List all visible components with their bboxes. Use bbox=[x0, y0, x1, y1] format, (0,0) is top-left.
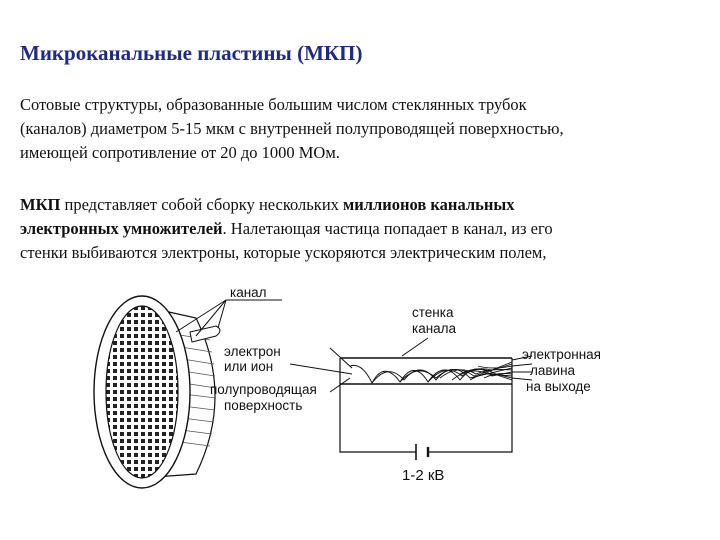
mcp-diagram: канал стенка канала электрон или ион пол… bbox=[93, 285, 601, 489]
label-avalanche-line1: электронная bbox=[522, 347, 601, 362]
paragraph2-line1: МКП представляет собой сборку нескольких… bbox=[20, 193, 710, 217]
output-arrows bbox=[511, 355, 533, 381]
leader-lines bbox=[175, 299, 282, 337]
label-channel: канал bbox=[230, 285, 267, 300]
voltage-circuit bbox=[339, 384, 513, 453]
mcp-disk-icon bbox=[93, 295, 221, 489]
label-electron-line2: или ион bbox=[224, 359, 273, 374]
slide-title: Микроканальные пластины (МКП) bbox=[20, 41, 363, 65]
paragraph2-line3: стенки выбиваются электроны, которые уск… bbox=[20, 243, 547, 262]
channel-tube-icon bbox=[329, 347, 513, 385]
term-mcp: МКП bbox=[20, 195, 61, 214]
paragraph2-line2-text: . Налетающая частица попадает в канал, и… bbox=[222, 219, 553, 238]
label-semiconductor-line1: полупроводящая bbox=[210, 382, 317, 397]
paragraph1-line1: Сотовые структуры, образованные большим … bbox=[20, 95, 527, 114]
paragraph-description: Сотовые структуры, образованные большим … bbox=[20, 93, 710, 165]
label-avalanche-line3: на выходе bbox=[526, 379, 591, 394]
label-wall-line1: стенка bbox=[412, 305, 454, 320]
term-multipliers: электронных умножителей bbox=[20, 219, 223, 238]
label-avalanche-line2: лавина bbox=[530, 363, 576, 378]
paragraph2-line1-text: представляет собой сборку нескольких bbox=[60, 195, 344, 214]
paragraph1-line3: имеющей сопротивление от 20 до 1000 МОм. bbox=[20, 143, 340, 162]
label-voltage: 1-2 кВ bbox=[402, 467, 444, 484]
label-electron-line1: электрон bbox=[224, 344, 281, 359]
term-millions: миллионов канальных bbox=[343, 195, 515, 214]
paragraph1-line2: (каналов) диаметром 5-15 мкм с внутренне… bbox=[20, 119, 564, 138]
paragraph-principle: МКП представляет собой сборку нескольких… bbox=[20, 193, 710, 265]
label-wall-line2: канала bbox=[412, 321, 457, 336]
label-semiconductor-line2: поверхность bbox=[224, 398, 302, 413]
battery-icon bbox=[415, 444, 430, 460]
paragraph2-line2: электронных умножителей. Налетающая част… bbox=[20, 217, 710, 241]
